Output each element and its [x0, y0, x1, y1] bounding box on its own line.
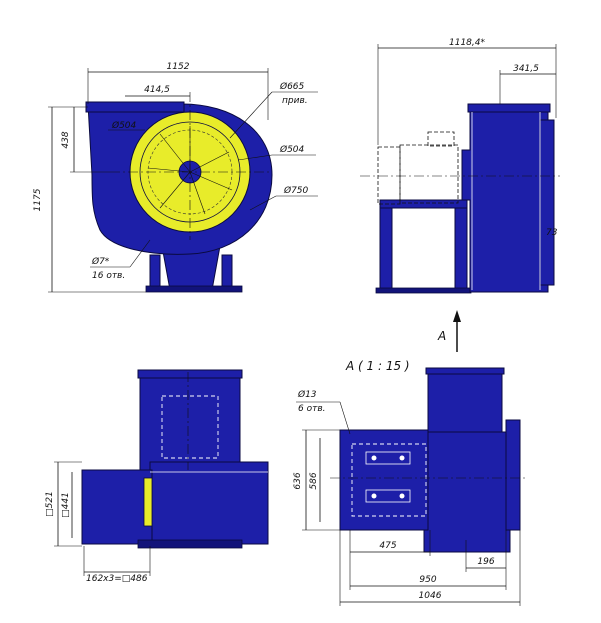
dim-441: □441	[61, 492, 71, 518]
front-leg-left	[149, 254, 161, 291]
view-a-outlet-flange	[425, 367, 505, 375]
front-view: 1152 414,5 1175 438 Ø504 Ø665 прив. Ø504…	[33, 62, 318, 293]
view-a-bolt	[371, 455, 377, 461]
side-housing	[461, 107, 549, 293]
dim-950: 950	[419, 575, 436, 585]
view-a-motor-hidden	[351, 443, 427, 517]
dim-521: □521	[45, 491, 55, 517]
dim-1046: 1046	[419, 591, 442, 601]
dim-d750: Ø750	[283, 185, 309, 196]
view-a-slot-bottom	[365, 489, 411, 503]
front-leg-right	[221, 254, 233, 291]
dim-196: 196	[477, 557, 494, 567]
bottom-inlet-ring	[143, 477, 153, 527]
dim-73: 73	[546, 228, 558, 238]
outlet-flange	[85, 101, 185, 113]
dim-d665-note: прив.	[282, 96, 308, 106]
motor-end-cap	[377, 146, 401, 205]
dim-holes-front: Ø7*	[91, 256, 110, 267]
dim-636: 636	[293, 472, 303, 489]
dim-d665: Ø665	[279, 81, 305, 92]
view-a-frame	[339, 429, 429, 531]
side-base-plate	[375, 287, 472, 294]
view-a-housing	[423, 431, 511, 553]
bottom-outlet-flange	[137, 369, 243, 379]
view-arrow: A	[437, 310, 461, 352]
view-a-slot-top	[365, 451, 411, 465]
dim-586: 586	[309, 472, 319, 489]
dim-475: 475	[379, 541, 396, 551]
bottom-base	[137, 539, 243, 549]
bottom-inlet	[81, 469, 153, 545]
bottom-view: □521 □441 162x3=□486	[45, 369, 269, 584]
motor-terminal-box	[427, 131, 455, 147]
dim-holes-count-front: 16 отв.	[92, 271, 125, 281]
view-a-title: A ( 1 : 15 )	[345, 359, 410, 373]
view-a-inlet	[505, 419, 521, 531]
dim-holes-a: Ø13	[297, 389, 317, 400]
view-a-outlet	[427, 369, 503, 439]
side-view: 1118,4* 341,5 73	[360, 38, 560, 294]
bottom-motor-hidden	[161, 395, 219, 459]
dim-414-5: 414,5	[144, 85, 170, 95]
dim-holes-count-a: 6 отв.	[298, 404, 326, 414]
dim-1118-4: 1118,4*	[449, 38, 485, 48]
bottom-outlet	[139, 371, 241, 473]
view-a: A ( 1 : 15 ) Ø13 6 отв. 636 586 475	[293, 359, 525, 606]
side-frame-right	[454, 199, 468, 293]
side-outlet-flange	[467, 103, 551, 113]
dim-438: 438	[61, 131, 71, 148]
dim-d504-left: Ø504	[111, 120, 137, 131]
dim-341-5: 341,5	[513, 64, 539, 74]
dim-d504-right: Ø504	[279, 144, 305, 155]
bottom-housing	[149, 461, 269, 545]
dim-162x3: 162x3=□486	[86, 574, 148, 584]
front-base-plate	[145, 285, 243, 293]
side-frame-left	[379, 199, 393, 293]
arrow-label: A	[437, 329, 446, 343]
side-inlet	[539, 119, 555, 286]
dim-1152: 1152	[167, 62, 190, 72]
dim-1175: 1175	[33, 188, 43, 211]
motor-body	[399, 144, 459, 204]
